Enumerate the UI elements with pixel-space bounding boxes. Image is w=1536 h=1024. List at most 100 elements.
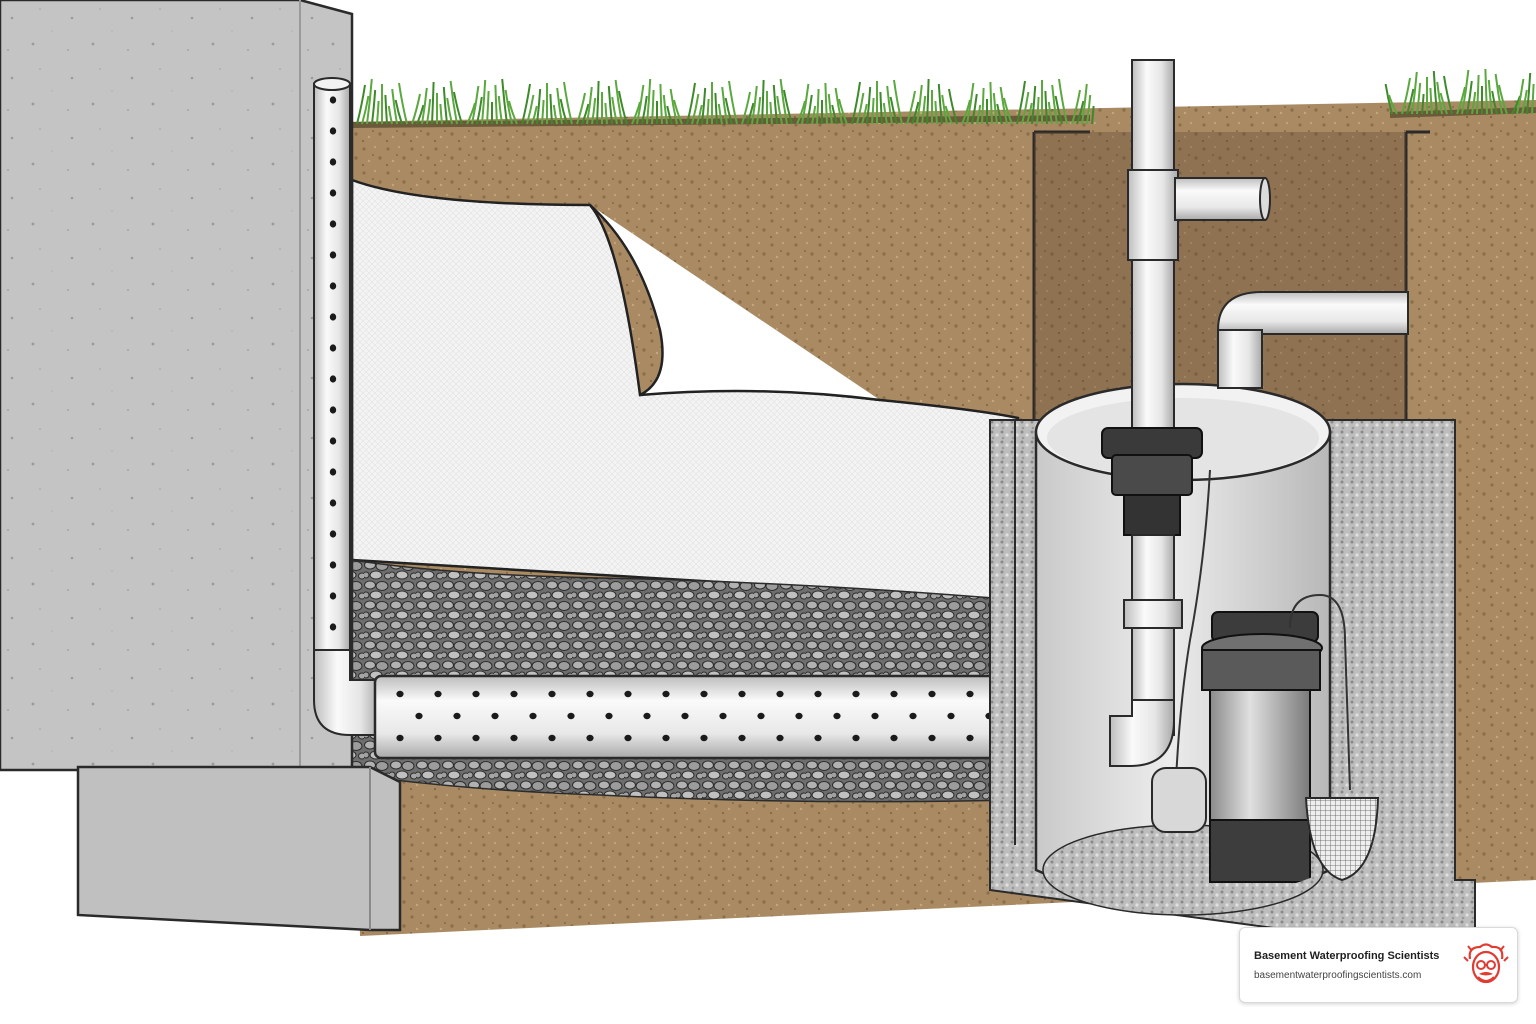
grass-blade: [361, 95, 370, 125]
grass-blade: [394, 99, 403, 125]
grass-blade: [641, 95, 648, 125]
grass-blade: [1021, 91, 1030, 125]
pipe-hole: [329, 375, 337, 383]
drain-hole: [586, 734, 594, 742]
grass-blade: [724, 97, 733, 125]
drain-hole: [624, 734, 632, 742]
grass-blade: [1058, 78, 1068, 125]
grass-blade: [926, 78, 930, 125]
brand-badge: Basement Waterproofing Scientists baseme…: [1239, 927, 1518, 1003]
drain-hole: [871, 712, 879, 720]
grass-blade: [981, 87, 985, 125]
scientist-face-icon: [1463, 943, 1509, 984]
grass-blade: [526, 94, 535, 125]
grass-blade: [391, 88, 398, 125]
grass-blade: [1047, 101, 1053, 125]
drain-hole: [510, 734, 518, 742]
drain-hole: [510, 690, 518, 698]
drain-hole: [947, 712, 955, 720]
drain-hole: [396, 734, 404, 742]
drain-hole: [548, 734, 556, 742]
drain-hole: [472, 690, 480, 698]
grass-blade: [1401, 77, 1411, 115]
pipe-hole: [329, 96, 337, 104]
grass-blade: [1388, 94, 1398, 115]
sump-pump: [1201, 611, 1323, 883]
drain-hole: [491, 712, 499, 720]
grass-blade: [1384, 83, 1393, 115]
grass-blade: [916, 84, 923, 125]
drain-hole: [453, 712, 461, 720]
drain-hole: [396, 690, 404, 698]
grass-blade: [966, 82, 975, 125]
grass-blade: [851, 81, 861, 125]
pipe-hole: [329, 344, 337, 352]
grass-blade: [886, 85, 893, 125]
grass-blade: [944, 105, 953, 125]
pipe-hole: [329, 468, 337, 476]
grass-blade: [1416, 82, 1422, 115]
grass-blade: [596, 80, 600, 125]
grass-blade: [476, 96, 483, 125]
grass-blade: [824, 82, 828, 125]
grass-blade: [446, 97, 453, 125]
grass-blade: [1054, 95, 1063, 125]
drain-hole: [890, 690, 898, 698]
grass-blade: [631, 101, 641, 125]
drain-hole: [738, 734, 746, 742]
grass-blade: [1091, 105, 1095, 125]
drain-perforations: [396, 690, 993, 742]
grass-blade: [751, 85, 758, 125]
grass-blade: [559, 98, 568, 125]
grass-blade: [714, 92, 718, 125]
drain-hole: [605, 712, 613, 720]
grass-blade: [607, 85, 613, 125]
drain-hole: [567, 712, 575, 720]
grass-blade: [1036, 96, 1040, 125]
grass-blade: [796, 100, 806, 125]
grass-blade: [426, 98, 432, 125]
drain-hole: [643, 712, 651, 720]
drain-hole: [909, 712, 917, 720]
pump-riser-pipe: [1109, 534, 1183, 767]
grass-blade: [701, 87, 707, 125]
grass-blade: [356, 84, 366, 125]
pipe-hole: [329, 592, 337, 600]
float-cord: [1175, 469, 1211, 781]
grass-blade: [662, 94, 668, 125]
drain-hole: [586, 690, 594, 698]
grass-blade: [563, 81, 573, 125]
grass-blade: [691, 93, 700, 125]
drain-hole: [548, 690, 556, 698]
grass-blade: [1498, 84, 1508, 115]
grass-blade: [1466, 80, 1473, 115]
drain-hole: [757, 712, 765, 720]
grass-blade: [673, 99, 683, 125]
grass-blade: [769, 101, 773, 125]
grass-blade: [651, 89, 655, 125]
drain-hole: [662, 690, 670, 698]
footing: [76, 765, 402, 932]
grass-blade: [618, 90, 628, 125]
grass-blade: [1071, 89, 1081, 125]
drain-hole: [966, 690, 974, 698]
grass-blade: [1086, 94, 1092, 125]
grass-blade: [976, 104, 982, 125]
grass-blade: [1516, 78, 1525, 115]
grass-blade: [1456, 86, 1466, 115]
grass-blade: [398, 82, 408, 125]
grass-blade: [772, 84, 778, 125]
grass-blade: [971, 93, 978, 125]
pipe-hole: [329, 251, 337, 259]
grass-blade: [801, 83, 810, 125]
grass-blade: [1003, 97, 1013, 125]
grass-blade: [871, 97, 875, 125]
grass-blade: [552, 104, 558, 125]
grass-blade: [666, 105, 673, 125]
grass-blade: [508, 100, 518, 125]
grass-blade: [879, 91, 883, 125]
grass-blade: [439, 103, 443, 125]
drain-hole: [624, 690, 632, 698]
drain-hole: [852, 690, 860, 698]
